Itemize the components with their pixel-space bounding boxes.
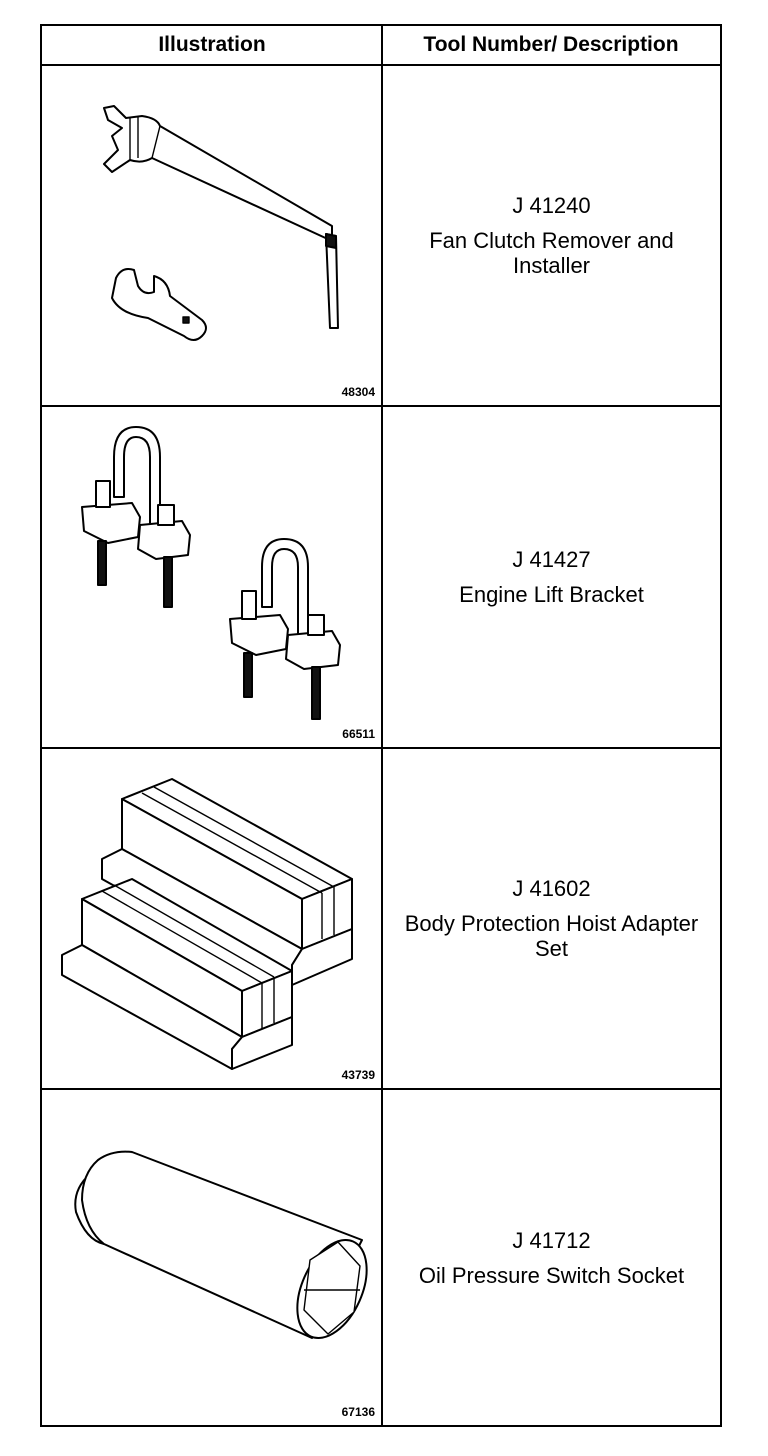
column-divider xyxy=(381,26,383,1425)
figure-number: 67136 xyxy=(341,1405,375,1419)
tool-table: Illustration Tool Number/ Description 48… xyxy=(40,24,722,1427)
socket-icon xyxy=(74,1150,368,1340)
header-illustration: Illustration xyxy=(158,33,266,56)
tool-description: Oil Pressure Switch Socket xyxy=(418,1262,685,1288)
illustration-cell: 67136 xyxy=(42,1090,381,1425)
figure-number: 43739 xyxy=(341,1068,375,1082)
tool-description-cell: J 41712 Oil Pressure Switch Socket xyxy=(383,1090,720,1425)
tool-description-cell: J 41427 Engine Lift Bracket xyxy=(383,407,720,747)
table-row: 48304 J 41240 Fan Clutch Remover and Ins… xyxy=(42,66,720,407)
tool-description-cell: J 41240 Fan Clutch Remover and Installer xyxy=(383,66,720,405)
tool-number: J 41427 xyxy=(512,547,591,572)
illustration-cell: 43739 xyxy=(42,749,381,1088)
tool-description: Body Protection Hoist Adapter Set xyxy=(404,911,699,961)
tool-number: J 41712 xyxy=(512,1227,591,1253)
table-row: 43739 J 41602 Body Protection Hoist Adap… xyxy=(42,749,720,1090)
tool-number: J 41602 xyxy=(512,876,591,901)
table-row: 67136 J 41712 Oil Pressure Switch Socket xyxy=(42,1090,720,1425)
illustration-cell: 66511 xyxy=(42,407,381,747)
hoist-adapter-block-icon xyxy=(61,778,353,1070)
illustration-cell: 48304 xyxy=(42,66,381,405)
figure-number: 48304 xyxy=(341,385,375,399)
tool-description-cell: J 41602 Body Protection Hoist Adapter Se… xyxy=(383,749,720,1088)
header-tool-description: Tool Number/ Description xyxy=(423,33,679,56)
tool-description: Engine Lift Bracket xyxy=(459,582,644,607)
engine-lift-bracket-icon xyxy=(81,426,341,720)
tool-description: Fan Clutch Remover and Installer xyxy=(429,228,674,278)
figure-number: 66511 xyxy=(342,727,375,741)
fan-clutch-wrench-icon xyxy=(103,105,339,341)
table-header: Illustration Tool Number/ Description xyxy=(42,26,720,66)
tool-number: J 41240 xyxy=(512,193,591,218)
table-row: 66511 J 41427 Engine Lift Bracket xyxy=(42,407,720,749)
